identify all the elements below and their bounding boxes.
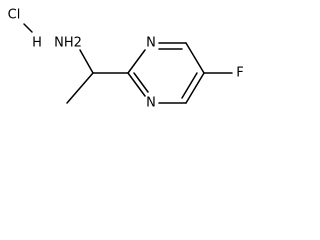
ring-double-bond-c2-n3	[133, 72, 149, 93]
pyrimidine-ring: N N	[127, 36, 205, 111]
hydrochloride-salt: Cl H	[8, 8, 42, 51]
chlorine-atom-label: Cl	[8, 8, 21, 23]
chemical-structure-diagram: Cl H NH2 N N F	[8, 8, 244, 111]
ring-bond-c2-n3	[127, 72, 146, 97]
amine-group-label: NH2	[54, 36, 82, 51]
ring-bond-c4-c5	[185, 72, 205, 104]
ring-double-bond-c4-c5	[181, 72, 198, 99]
methyl-bond	[66, 72, 94, 104]
ring-bond-c5-c6	[185, 42, 205, 74]
fluorine-atom-label: F	[236, 66, 243, 81]
h-cl-bond	[23, 23, 33, 33]
aminoethyl-group: NH2	[54, 36, 129, 104]
fluoro-substituent: F	[203, 66, 244, 81]
ring-nitrogen-top-label: N	[146, 36, 156, 51]
n-c-bond	[79, 49, 94, 74]
hydrogen-atom-label: H	[32, 36, 42, 51]
ring-bond-n1-c2	[127, 49, 146, 74]
ring-nitrogen-bottom-label: N	[146, 96, 156, 111]
